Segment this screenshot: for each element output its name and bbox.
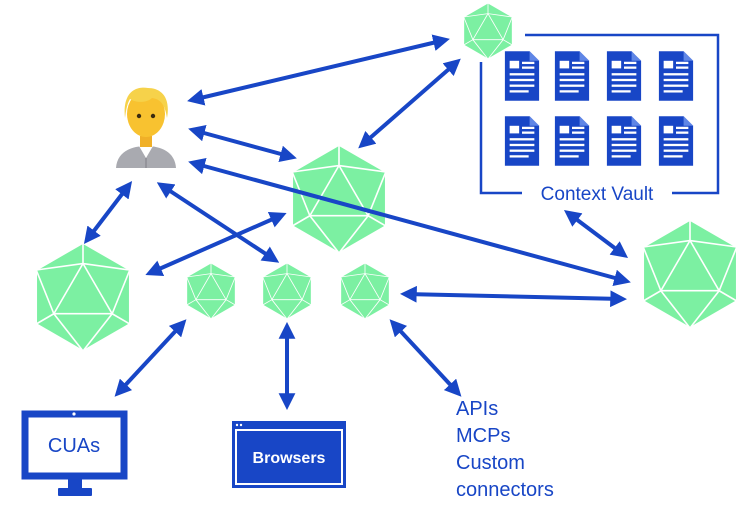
cuas-label: CUAs xyxy=(48,435,100,457)
integration-agent-icon xyxy=(340,263,390,319)
document-icon xyxy=(606,51,642,101)
arrow-user-browser-agent xyxy=(156,182,280,263)
document-icon xyxy=(606,116,642,166)
document-icon xyxy=(658,116,694,166)
browser-window-icon xyxy=(232,421,346,488)
person-emoji-icon xyxy=(116,87,176,168)
document-icon xyxy=(504,116,540,166)
arrow-user-left-agent xyxy=(83,180,133,245)
browsers-label: Browsers xyxy=(253,450,326,467)
arrow-integration-right-agent xyxy=(399,285,628,308)
monitor-icon xyxy=(21,410,128,496)
integrations-line: MCPs xyxy=(456,425,510,447)
document-icon xyxy=(658,51,694,101)
central-agent-icon xyxy=(291,145,387,253)
arrow-central-left-agent xyxy=(145,212,287,276)
connection-arrows xyxy=(83,34,631,411)
vault-agent-icon xyxy=(463,3,513,59)
document-icon xyxy=(504,51,540,101)
document-icon xyxy=(554,116,590,166)
integrations-line: connectors xyxy=(456,479,554,501)
document-icon xyxy=(554,51,590,101)
right-agent-icon xyxy=(642,220,738,328)
arrow-vault-agent-central xyxy=(358,58,461,149)
arrow-user-right-agent xyxy=(188,157,631,287)
cua-agent-icon xyxy=(186,263,236,319)
arrow-cua-agent-cuas xyxy=(114,319,187,397)
arrow-integration-agent-apis xyxy=(389,319,462,397)
context-vault-documents xyxy=(504,51,694,166)
integrations-line: APIs xyxy=(456,398,498,420)
arrow-user-central xyxy=(188,124,297,163)
browser-agent-icon xyxy=(262,263,312,319)
left-agent-icon xyxy=(35,243,131,351)
integrations-label: APIs MCPs Custom connectors xyxy=(456,398,554,501)
arrow-user-vault-agent xyxy=(187,34,450,106)
arrow-vault-right-agent xyxy=(563,209,629,259)
context-vault-label: Context Vault xyxy=(541,184,654,205)
integrations-line: Custom xyxy=(456,452,525,474)
